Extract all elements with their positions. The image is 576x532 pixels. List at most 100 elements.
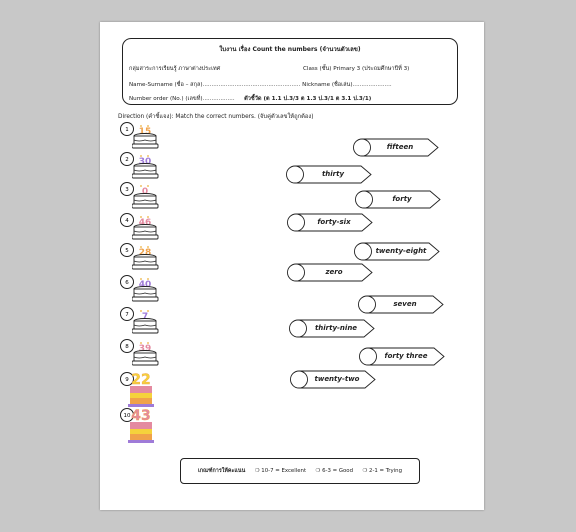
cake-icing-line	[133, 356, 157, 359]
number-order-label: Number order (No.) (เลขที่).............…	[129, 96, 235, 102]
cake-number-circle: 8	[120, 339, 134, 353]
criteria-bullet-icon: ❍	[315, 468, 321, 474]
answer-tag: twenty-two	[289, 370, 379, 389]
indicator-label: ตัวชี้วัด (ต 1.1 ป.3/3 ต 1.3 ป.3/1 ต 3.1…	[244, 96, 372, 102]
match-dot-icon[interactable]	[286, 165, 304, 184]
worksheet-header: ใบงาน เรื่อง Count the numbers (จำนวนตัว…	[122, 38, 458, 105]
cake-item: 1 15	[120, 122, 170, 150]
answer-word: forty three	[384, 352, 428, 360]
tag-shape	[355, 190, 441, 209]
cake-candle-digits: 28	[139, 248, 152, 258]
answer-tag: forty	[354, 190, 444, 209]
worksheet-page: ใบงาน เรื่อง Count the numbers (จำนวนตัว…	[100, 22, 484, 510]
birthday-cake-icon: 46	[132, 216, 159, 240]
match-dot-icon[interactable]	[359, 347, 377, 366]
number-order-row: Number order (No.) (เลขที่).............…	[129, 95, 371, 103]
match-dot-icon[interactable]	[287, 213, 305, 232]
tag-shape	[359, 347, 445, 366]
match-dot-icon[interactable]	[354, 242, 372, 261]
cake-icing-line	[133, 260, 157, 263]
cake-layer-bottom	[130, 398, 152, 404]
cake-candle-digits: 0	[142, 187, 148, 197]
match-dot-icon[interactable]	[289, 319, 307, 338]
match-dot-icon[interactable]	[355, 190, 373, 209]
birthday-cake-icon: 7	[132, 310, 159, 334]
tag-shape	[354, 242, 440, 261]
match-dot-icon[interactable]	[353, 138, 371, 157]
answer-word: forty-six	[317, 218, 351, 226]
birthday-cake-icon: 15	[132, 125, 159, 149]
cake-number-circle: 10	[120, 408, 134, 422]
cake-layer-bottom	[130, 434, 152, 440]
criteria-level-1: 10-7 = Excellent	[261, 468, 307, 474]
class-label: Class (ชั้น) Primary 3 (ประถมศึกษาปีที่ …	[303, 66, 410, 72]
answer-tag: forty-six	[286, 213, 376, 232]
cake-icing-line	[133, 139, 157, 142]
cake-icing-line	[133, 169, 157, 172]
cake-layer-middle	[130, 393, 152, 398]
cake-candle-digits: 46	[139, 218, 152, 228]
cake-plate	[128, 440, 154, 443]
criteria-level-3: 2-1 = Trying	[369, 468, 403, 474]
tag-shape	[287, 263, 373, 282]
birthday-cake-icon: 28	[132, 246, 159, 270]
answer-word: zero	[325, 268, 343, 276]
criteria-bullet-icon: ❍	[254, 468, 260, 474]
cake-plate	[132, 264, 159, 270]
tag-shape	[358, 295, 444, 314]
answer-tag: twenty-eight	[353, 242, 443, 261]
match-dot-icon[interactable]	[358, 295, 376, 314]
criteria-level-2: 6-3 = Good	[322, 468, 354, 474]
cake-number-circle: 7	[120, 307, 134, 321]
match-dot-icon[interactable]	[287, 263, 305, 282]
answer-tag: seven	[357, 295, 447, 314]
subject-group-label: กลุ่มสาระการเรียนรู้ ภาษาต่างประเทศ	[129, 66, 221, 72]
tag-shape	[289, 319, 375, 338]
answer-word: seven	[393, 300, 417, 308]
cake-number-circle: 9	[120, 372, 134, 386]
answer-word: forty	[392, 195, 412, 203]
answer-word: fifteen	[386, 143, 414, 151]
cake-number-circle: 4	[120, 213, 134, 227]
cake-layer-top	[130, 386, 152, 393]
worksheet-title: ใบงาน เรื่อง Count the numbers (จำนวนตัว…	[219, 46, 361, 53]
cake-plate	[132, 203, 159, 209]
answer-word: thirty-nine	[314, 324, 358, 332]
tag-shape	[286, 165, 372, 184]
direction-text: Direction (คำชี้แจง): Match the correct …	[118, 114, 314, 120]
cake-candle-digits: 43	[131, 408, 150, 424]
cake-candle-digits: 39	[139, 344, 152, 354]
cake-candle-digits: 7	[142, 312, 148, 322]
scoring-criteria-box: เกณฑ์การให้คะแนน ❍ 10-7 = Excellent ❍ 6-…	[180, 458, 420, 484]
match-dot-icon[interactable]	[290, 370, 308, 389]
tag-shape	[353, 138, 439, 157]
cake-number-circle: 1	[120, 122, 134, 136]
answer-tag: fifteen	[352, 138, 442, 157]
cake-candle-digits: 15	[139, 127, 152, 137]
cake-candle-digits: 40	[139, 280, 152, 290]
cake-number-circle: 2	[120, 152, 134, 166]
birthday-cake-icon: 0	[132, 185, 159, 209]
birthday-cake-icon: 39	[132, 342, 159, 366]
criteria-bullet-icon: ❍	[362, 468, 368, 474]
cake-number-circle: 3	[120, 182, 134, 196]
answer-tag: thirty	[285, 165, 375, 184]
answer-word: twenty-eight	[375, 247, 427, 255]
cake-icing-line	[133, 292, 157, 295]
cake-icing-line	[133, 324, 157, 327]
answer-word: thirty	[321, 170, 345, 178]
cake-plate	[132, 296, 159, 302]
answer-tag: forty three	[358, 347, 448, 366]
birthday-cake-icon: 22	[128, 372, 154, 407]
name-field-label: Name-Surname (ชื่อ – สกุล)..............…	[129, 82, 392, 88]
cake-number-circle: 5	[120, 243, 134, 257]
answer-tag: thirty-nine	[288, 319, 378, 338]
birthday-cake-icon: 30	[132, 155, 159, 179]
cake-plate	[132, 234, 159, 240]
